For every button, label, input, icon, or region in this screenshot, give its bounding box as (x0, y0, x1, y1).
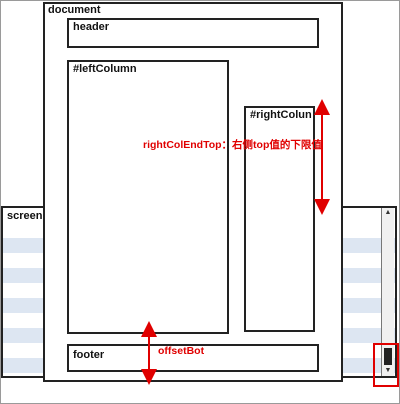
document-box: document header #leftColumn #rightColun … (43, 2, 343, 382)
scroll-up-icon[interactable]: ▲ (384, 209, 392, 216)
footer-box: footer (67, 344, 319, 372)
right-col-end-top-annotation: rightColEndTop：右侧top值的下限值 (143, 139, 322, 151)
scroll-thumb[interactable] (384, 348, 392, 365)
left-column-box: #leftColumn (67, 60, 229, 334)
left-column-label: #leftColumn (73, 63, 137, 75)
screen-label: screen (7, 210, 43, 222)
document-label: document (48, 4, 101, 16)
scroll-down-icon[interactable]: ▼ (384, 367, 392, 374)
screen-scrollbar[interactable]: ▲ ▼ (381, 208, 394, 376)
offset-bot-annotation: offsetBot (158, 345, 205, 357)
right-column-label: #rightColun (250, 109, 312, 121)
scroll-highlight-box (373, 343, 399, 387)
header-label: header (73, 21, 110, 33)
footer-label: footer (73, 349, 105, 361)
header-box: header (67, 18, 319, 48)
right-column-box: #rightColun (244, 106, 315, 332)
